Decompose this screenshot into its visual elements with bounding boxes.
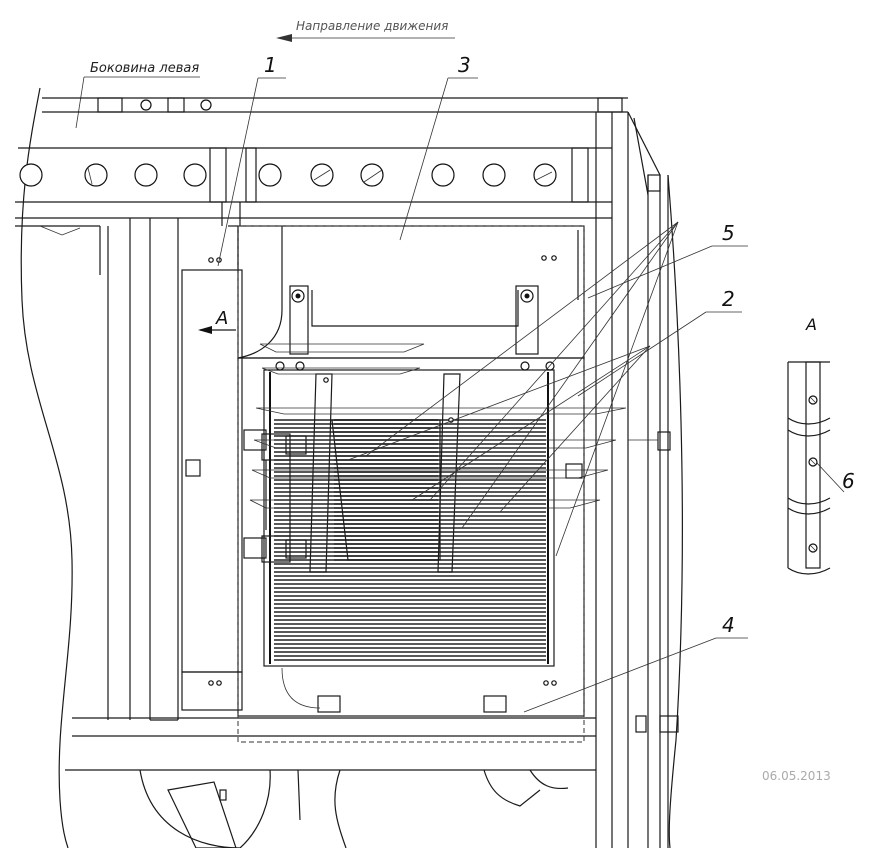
- section-outline-lines: [249, 343, 627, 509]
- direction-label: Направление движения: [296, 19, 448, 33]
- callout-4: 4: [722, 613, 735, 637]
- callout-5: 5: [722, 221, 735, 245]
- side-panel-label: Боковина левая: [90, 61, 199, 76]
- screw-icon: [808, 395, 818, 405]
- screw-icon: [808, 543, 818, 553]
- center-brackets: [309, 373, 461, 573]
- view-marker-label: A: [215, 308, 228, 329]
- direction-arrow-icon: [276, 34, 292, 42]
- left-frame: [15, 202, 241, 721]
- callout-2: 2: [722, 287, 735, 311]
- top-beam: [15, 147, 612, 219]
- detail-view-title: A: [805, 315, 817, 334]
- upper-mount-frame: [237, 225, 585, 359]
- hidden-outline: [237, 225, 585, 743]
- callout-6: 6: [842, 469, 855, 493]
- direction-annotation: Направление движения: [276, 19, 455, 42]
- right-frame: [595, 111, 683, 848]
- screw-icon: [808, 457, 818, 467]
- view-arrow-icon: [198, 326, 212, 334]
- callout-3: 3: [458, 53, 471, 77]
- top-rail: [42, 97, 628, 113]
- side-panel-annotation: Боковина левая: [75, 61, 200, 129]
- callout-1: 1: [264, 53, 277, 77]
- pipe-connectors: [243, 429, 307, 563]
- section-marker-a: A: [198, 308, 236, 334]
- date-stamp: 06.05.2013: [762, 769, 831, 783]
- left-plate: [181, 225, 243, 711]
- leader-lines: [217, 77, 845, 713]
- callouts: 1 2 3 4 5 6: [264, 53, 855, 637]
- fan-housing: [139, 769, 569, 848]
- bottom-beam: [65, 717, 596, 771]
- radiator-fins: [274, 419, 546, 661]
- detail-view-a: A: [787, 315, 831, 575]
